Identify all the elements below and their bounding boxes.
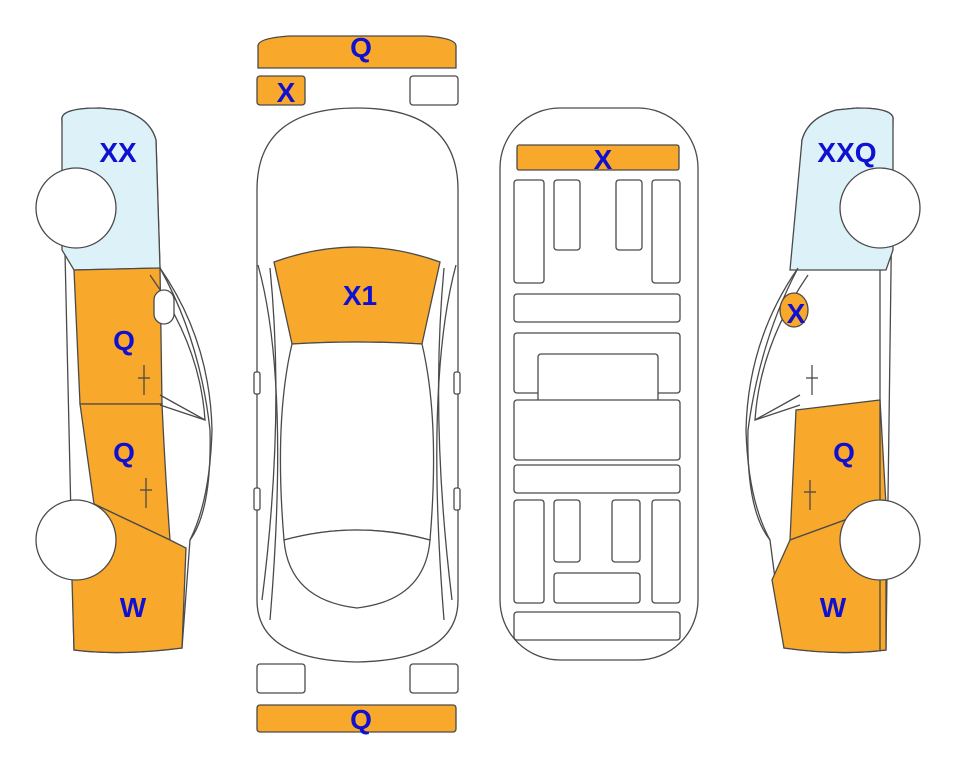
- marker-left-rear-quarter: W: [120, 592, 147, 623]
- marker-hood: X1: [343, 280, 377, 311]
- top-view: [253, 35, 461, 733]
- marker-right-windshield: XXQ: [817, 137, 876, 168]
- right-rear-wheel: [839, 499, 921, 581]
- marker-rear-bumper: Q: [350, 704, 372, 735]
- marker-right-mirror: X: [787, 298, 806, 329]
- left-rear-wheel: [35, 499, 117, 581]
- marker-front-bumper: Q: [350, 32, 372, 63]
- left-front-wheel: [35, 167, 117, 249]
- rear-plate-left: [256, 663, 306, 694]
- marker-roof-panel: X: [594, 144, 613, 175]
- right-front-wheel: [839, 167, 921, 249]
- roof-panel-part[interactable]: [516, 144, 680, 171]
- right-mirror-part[interactable]: [779, 292, 809, 328]
- rear-window: [283, 529, 431, 609]
- marker-left-rear-door: Q: [113, 437, 135, 468]
- right-side-view: [745, 107, 921, 654]
- marker-right-rear-quarter: W: [820, 592, 847, 623]
- marker-front-plate: X: [277, 77, 296, 108]
- marker-left-windshield: XX: [99, 137, 137, 168]
- front-plate-right-part[interactable]: [409, 75, 459, 106]
- underside-view: [499, 107, 699, 661]
- front-plate-left-part[interactable]: [256, 75, 306, 106]
- marker-left-front-door: Q: [113, 325, 135, 356]
- roof: [279, 341, 435, 541]
- left-side-view: [35, 107, 213, 654]
- damage-markers: Q X X1 X Q XX Q Q W XXQ X Q W: [99, 32, 876, 735]
- front-bumper-part[interactable]: [257, 35, 457, 69]
- rear-plate-right: [409, 663, 459, 694]
- marker-right-door: Q: [833, 437, 855, 468]
- rear-bumper-part[interactable]: [256, 704, 457, 733]
